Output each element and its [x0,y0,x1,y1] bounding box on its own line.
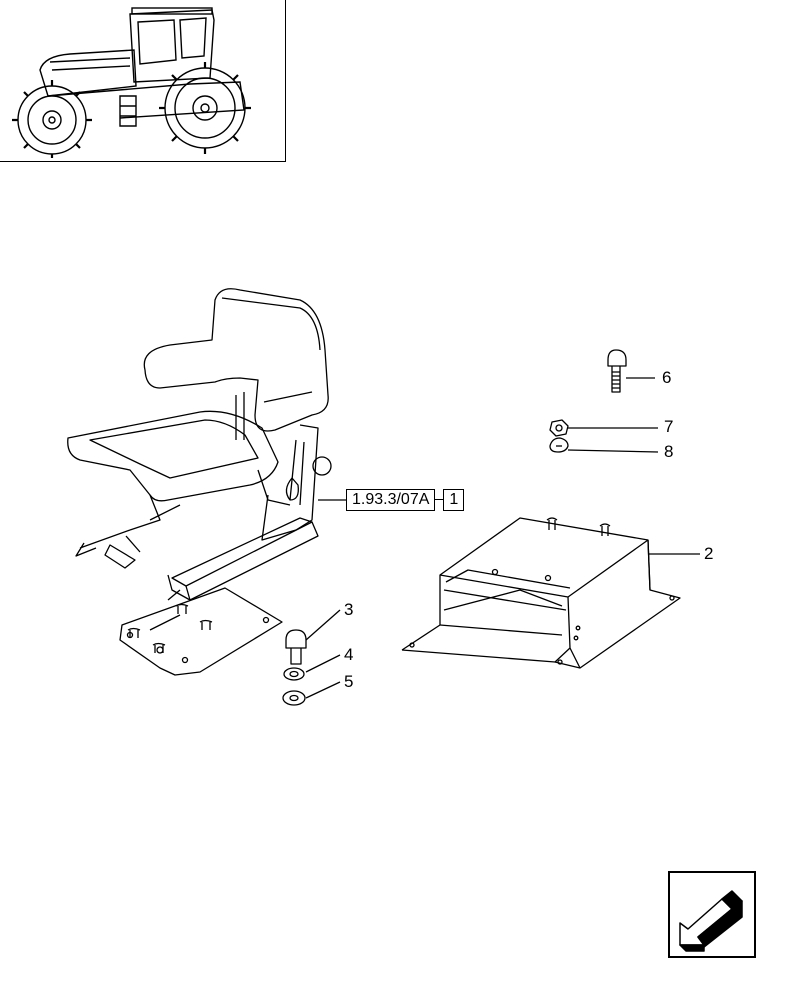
tractor-icon [12,7,251,158]
reference-code[interactable]: 1.93.3/07A [346,489,436,511]
lock-washer-part-4 [283,667,305,681]
callout-6: 6 [662,368,672,387]
bolt-part-3 [285,629,307,665]
reference-box: 1.93.3/07A 1 [346,489,465,511]
flat-washer-part-5 [282,690,306,706]
callout-8: 8 [664,442,674,461]
tractor-seat [67,288,332,676]
callout-4: 4 [344,645,354,664]
previous-page-button[interactable] [668,871,756,958]
reference-quantity: 1 [443,489,465,511]
callout-3: 3 [344,600,354,619]
arrow-down-left-icon [679,890,743,952]
bolt-part-6 [607,349,627,393]
callout-5: 5 [344,672,354,691]
callout-7: 7 [664,417,674,436]
washer-part-8 [549,437,569,453]
seat-base-box [401,517,681,669]
tractor-thumbnail [0,0,286,162]
reference-connector [435,499,444,511]
callout-2: 2 [704,544,714,563]
nut-part-7 [549,419,569,437]
